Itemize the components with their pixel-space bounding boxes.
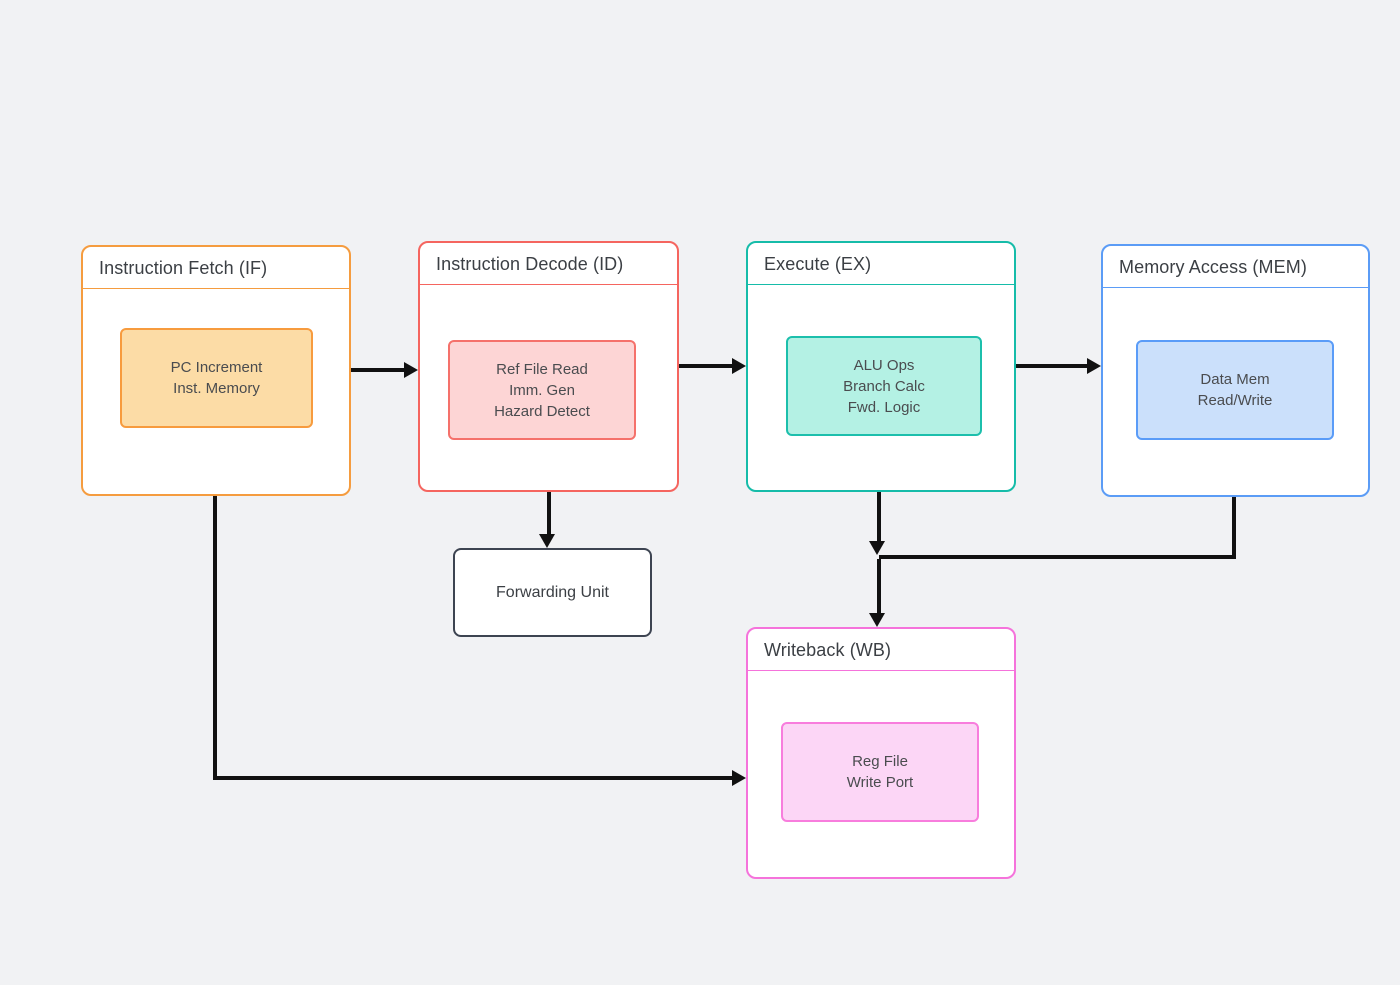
forwarding-unit-box: Forwarding Unit [453,548,652,637]
stage-box-execute: Execute (EX) ALU Ops Branch Calc Fwd. Lo… [746,241,1016,492]
forwarding-unit-label: Forwarding Unit [496,583,609,601]
stage-box-writeback: Writeback (WB) Reg File Write Port [746,627,1016,879]
inner-box-data-mem: Data Mem Read/Write [1136,340,1334,440]
inner-box-line: Reg File [852,753,908,770]
arrow-mem-down-line [1232,497,1236,559]
arrow-ex-down-line [877,492,881,542]
stage-title-instruction-fetch: Instruction Fetch (IF) [83,247,349,289]
stage-box-memory-access: Memory Access (MEM) Data Mem Read/Write [1101,244,1370,497]
inner-box-line: ALU Ops [853,356,915,374]
inner-box-line: Branch Calc [843,377,925,395]
arrow-if-to-id-head [404,362,418,378]
inner-box-pc-increment: PC Increment Inst. Memory [120,328,313,428]
stage-box-instruction-fetch: Instruction Fetch (IF) PC Increment Inst… [81,245,351,496]
arrow-ex-down-head [869,541,885,555]
arrow-junction-to-wb-head [869,613,885,627]
stage-title-memory-access: Memory Access (MEM) [1103,246,1368,288]
inner-box-line: Fwd. Logic [847,398,921,416]
stage-title-writeback: Writeback (WB) [748,629,1014,671]
inner-box-decode-functions: Ref File Read Imm. Gen Hazard Detect [448,340,636,440]
arrow-mem-left-line [879,555,1236,559]
inner-box-line: PC Increment [170,359,263,376]
inner-box-line: Data Mem [1200,371,1270,388]
inner-box-line: Ref File Read [496,360,588,378]
arrow-ex-to-mem-head [1087,358,1101,374]
arrow-id-to-forwarding-line [547,492,551,536]
arrow-junction-to-wb-line [877,559,881,615]
arrow-if-down-line [213,496,217,780]
arrow-id-to-ex-head [732,358,746,374]
stage-title-execute: Execute (EX) [748,243,1014,285]
stage-title-instruction-decode: Instruction Decode (ID) [420,243,677,285]
stage-box-instruction-decode: Instruction Decode (ID) Ref File Read Im… [418,241,679,492]
inner-box-line: Imm. Gen [509,381,575,399]
inner-box-line: Inst. Memory [173,380,260,397]
inner-box-line: Hazard Detect [494,402,590,420]
inner-box-line: Write Port [846,774,914,791]
arrow-if-to-wb-line [213,776,734,780]
inner-box-line: Read/Write [1197,392,1273,409]
arrow-id-to-forwarding-head [539,534,555,548]
arrow-if-to-wb-head [732,770,746,786]
arrow-if-to-id-line [351,368,406,372]
inner-box-reg-file-write: Reg File Write Port [781,722,979,822]
inner-box-alu-ops: ALU Ops Branch Calc Fwd. Logic [786,336,982,436]
arrow-id-to-ex-line [679,364,734,368]
arrow-ex-to-mem-line [1016,364,1089,368]
